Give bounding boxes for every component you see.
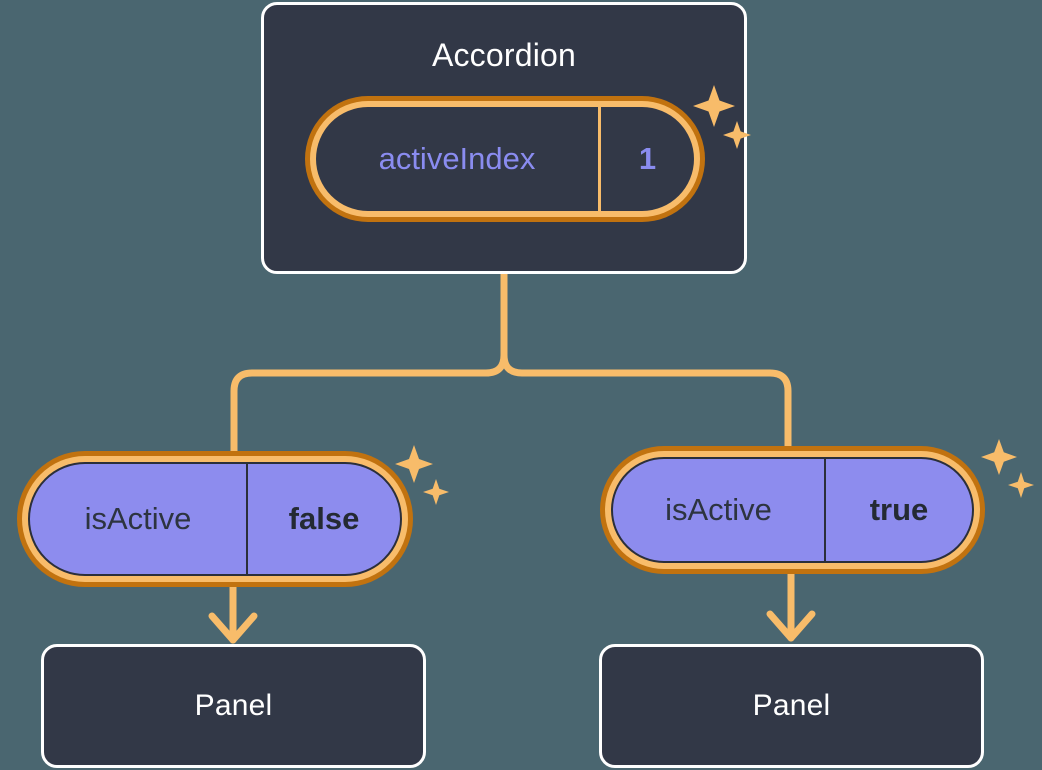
state-key: isActive xyxy=(613,459,826,561)
branch-connector xyxy=(500,270,792,456)
sparkle-icon xyxy=(978,437,1036,508)
component-card-panel-left[interactable]: Panel xyxy=(41,644,426,768)
state-pill-is-active-true[interactable]: isActive true xyxy=(600,446,985,574)
component-title: Panel xyxy=(752,689,831,722)
arrow-down-icon xyxy=(208,581,258,644)
arrow-down-icon xyxy=(766,569,816,642)
state-key: isActive xyxy=(30,464,248,574)
pill-body: isActive true xyxy=(611,457,974,563)
pill-ring: activeIndex 1 xyxy=(310,101,700,217)
component-title: Panel xyxy=(194,689,273,722)
pill-ring: isActive true xyxy=(605,451,980,569)
pill-body: isActive false xyxy=(28,462,402,576)
pill-ring: isActive false xyxy=(22,456,408,582)
component-card-panel-right[interactable]: Panel xyxy=(599,644,984,768)
component-title: Accordion xyxy=(431,37,577,73)
pill-body: activeIndex 1 xyxy=(316,107,694,211)
state-value: false xyxy=(288,501,360,536)
state-key: activeIndex xyxy=(316,107,601,211)
state-pill-is-active-false[interactable]: isActive false xyxy=(17,451,413,587)
state-value: true xyxy=(869,492,929,527)
branch-connector xyxy=(230,351,508,460)
state-value: 1 xyxy=(638,141,657,176)
state-pill-active-index[interactable]: activeIndex 1 xyxy=(305,96,705,222)
